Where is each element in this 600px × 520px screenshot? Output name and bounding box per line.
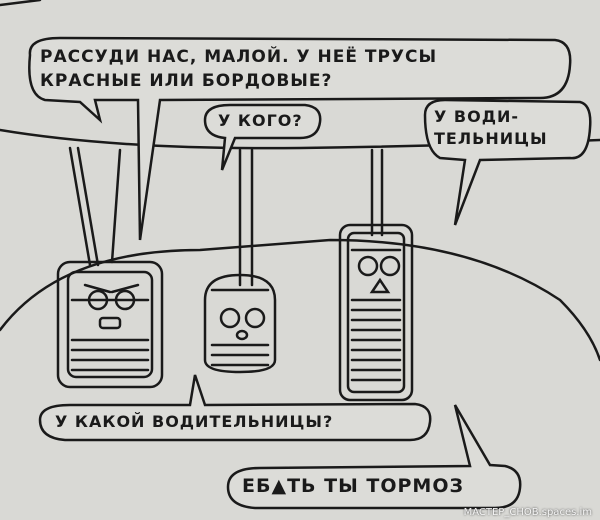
bubble-question	[28, 36, 572, 241]
bubble-question-line1: РАССУДИ НАС, МАЛОЙ. У НЕЁ ТРУСЫ	[40, 47, 438, 67]
bubble-slow	[226, 404, 522, 510]
bubble-question-line2: КРАСНЫЕ ИЛИ БОРДОВЫЕ?	[40, 71, 333, 91]
clutch-pedal	[56, 260, 164, 389]
bubble-driver-line1: У ВОДИ-	[434, 107, 519, 126]
bubble-who-text: У КОГО?	[218, 111, 303, 130]
bubble-who	[203, 103, 322, 171]
gas-pedal	[338, 223, 414, 402]
floor-outline	[0, 238, 600, 362]
bubble-slow-text: ЕБ▲ТЬ ТЫ ТОРМОЗ	[242, 475, 464, 497]
brake-pedal	[203, 273, 277, 374]
bubble-driver	[423, 98, 592, 226]
watermark: MACTEP_CHOB.spaces.im	[463, 507, 592, 518]
bubble-which	[38, 374, 432, 442]
bubble-which-text: У КАКОЙ ВОДИТЕЛЬНИЦЫ?	[55, 412, 334, 431]
bubble-driver-line2: ТЕЛЬНИЦЫ	[434, 129, 548, 148]
